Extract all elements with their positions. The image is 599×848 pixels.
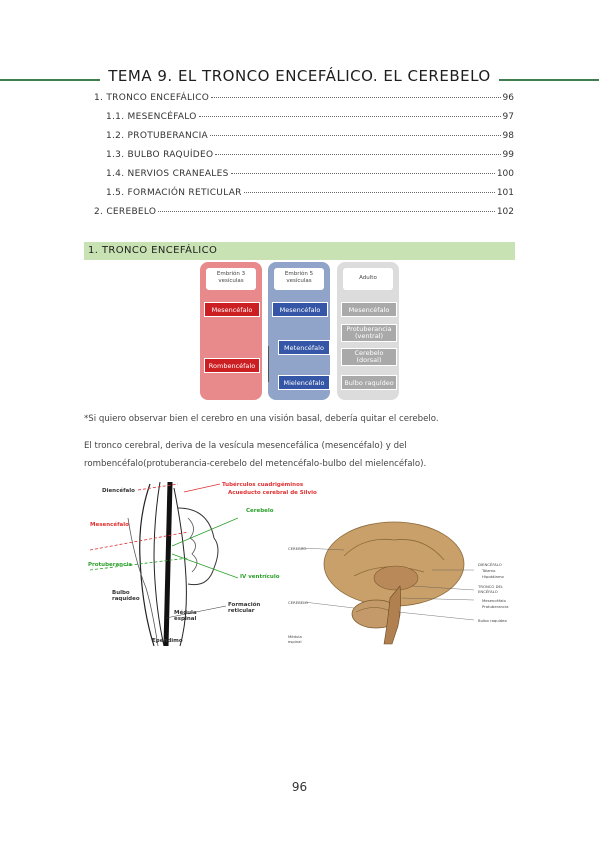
page-title: TEMA 9. EL TRONCO ENCEFÁLICO. EL CEREBEL… [0, 67, 599, 85]
metencephalon-box: Metencéfalo [278, 340, 330, 355]
label-medula: Médula espinal [174, 610, 197, 622]
mesencephalon-box: Mesencéfalo [341, 302, 397, 317]
toc-label: 1. TRONCO ENCEFÁLICO [94, 93, 210, 103]
brainstem-drawing [89, 481, 239, 647]
column-header: Adulto [343, 268, 393, 290]
toc-entry[interactable]: 1.5. FORMACIÓN RETICULAR 101 [94, 188, 514, 207]
brain-drawing [301, 521, 475, 645]
title-rule-left [0, 79, 150, 81]
toc-entry[interactable]: 1.3. BULBO RAQUÍDEO 99 [94, 150, 514, 169]
toc-page: 101 [496, 188, 514, 198]
label-protuberancia: Protuberancia [482, 604, 509, 609]
label-bulbo: Bulbo raquídeo [112, 590, 140, 602]
toc-page: 99 [502, 150, 514, 160]
toc-leader [210, 135, 501, 136]
label-diencefalo: Diencéfalo [102, 488, 135, 494]
toc-entry[interactable]: 1.2. PROTUBERANCIA 98 [94, 131, 514, 150]
cerebellum-box: Cerebelo (dorsal) [341, 348, 397, 366]
toc-entry[interactable]: 1.4. NERVIOS CRANEALES 100 [94, 169, 514, 188]
label-ventriculo: IV ventrículo [240, 574, 280, 580]
column-3-vesicles: Embrión 3 vesículas [200, 262, 262, 400]
label-acueducto: Acueducto cerebral de Silvio [228, 490, 317, 496]
toc-entry[interactable]: 1.1. MESENCÉFALO 97 [94, 112, 514, 131]
toc-page: 98 [502, 131, 514, 141]
medulla-box: Bulbo raquídeo [341, 375, 397, 390]
body-paragraph: El tronco cerebral, deriva de la vesícul… [84, 441, 427, 469]
rhombencephalon-box: Rombencéfalo [204, 358, 260, 373]
toc-label: 1.5. FORMACIÓN RETICULAR [106, 188, 242, 198]
label-tronco: TRONCO DEL ENCÉFALO [478, 584, 504, 594]
toc-label: 1.1. MESENCÉFALO [106, 112, 197, 122]
label-mesencefalo: Mesencéfalo [90, 522, 129, 528]
toc-label: 1.4. NERVIOS CRANEALES [106, 169, 229, 179]
label-cerebelo: CEREBELO [288, 600, 309, 605]
vesicle-diagram: Embrión 3 vesículas Embrión 5 vesículas … [200, 262, 400, 402]
label-diencefalo: DIENCÉFALO [478, 562, 502, 567]
toc-page: 102 [496, 207, 514, 217]
toc-leader [215, 154, 501, 155]
brainstem-sagittal-figure: Diencéfalo Tubérculos cuadrigéminos Acue… [88, 478, 317, 650]
toc-page: 97 [502, 112, 514, 122]
toc-label: 2. CEREBELO [94, 207, 157, 217]
toc-leader [211, 97, 501, 98]
table-of-contents: 1. TRONCO ENCEFÁLICO 96 1.1. MESENCÉFALO 9… [94, 93, 514, 226]
label-cerebro: CEREBRO [288, 546, 307, 551]
toc-leader [230, 173, 495, 174]
note-text: *Si quiero observar bien el cerebro en u… [84, 414, 439, 424]
brain-sagittal-figure: CEREBRO CEREBELO Médula espinal DIENCÉFA… [284, 516, 514, 646]
toc-label: 1.2. PROTUBERANCIA [106, 131, 209, 141]
mesencephalon-box: Mesencéfalo [204, 302, 260, 317]
label-mesencefalo: Mesencéfalo [482, 598, 506, 603]
title-rule-right [449, 79, 599, 81]
pons-box: Protuberancia (ventral) [341, 324, 397, 342]
label-talamo: Tálamo [482, 568, 496, 573]
toc-entry[interactable]: 1. TRONCO ENCEFÁLICO 96 [94, 93, 514, 112]
toc-page: 100 [496, 169, 514, 179]
label-protuberancia: Protuberancia [88, 562, 132, 568]
label-bulbo: Bulbo raquídeo [478, 618, 507, 623]
page-title-text: TEMA 9. EL TRONCO ENCEFÁLICO. EL CEREBEL… [100, 67, 499, 85]
toc-leader [243, 192, 495, 193]
connector-line [268, 346, 269, 382]
mesencephalon-box: Mesencéfalo [272, 302, 328, 317]
toc-leader [198, 116, 501, 117]
toc-leader [158, 211, 495, 212]
column-header: Embrión 3 vesículas [206, 268, 256, 290]
myelencephalon-box: Mielencéfalo [278, 375, 330, 390]
label-cerebelo: Cerebelo [246, 508, 274, 514]
label-medula: Médula espinal [288, 634, 302, 644]
label-hipotalamo: Hipotálamo [482, 574, 504, 579]
toc-page: 96 [502, 93, 514, 103]
toc-entry[interactable]: 2. CEREBELO 102 [94, 207, 514, 226]
label-formacion: Formación reticular [228, 602, 261, 614]
label-tuberculos: Tubérculos cuadrigéminos [222, 482, 304, 488]
label-ependimo: Epéndimo [152, 638, 183, 644]
column-header: Embrión 5 vesículas [274, 268, 324, 290]
page-number: 96 [291, 780, 308, 794]
section-heading: 1. TRONCO ENCEFÁLICO [84, 242, 515, 260]
toc-label: 1.3. BULBO RAQUÍDEO [106, 150, 214, 160]
